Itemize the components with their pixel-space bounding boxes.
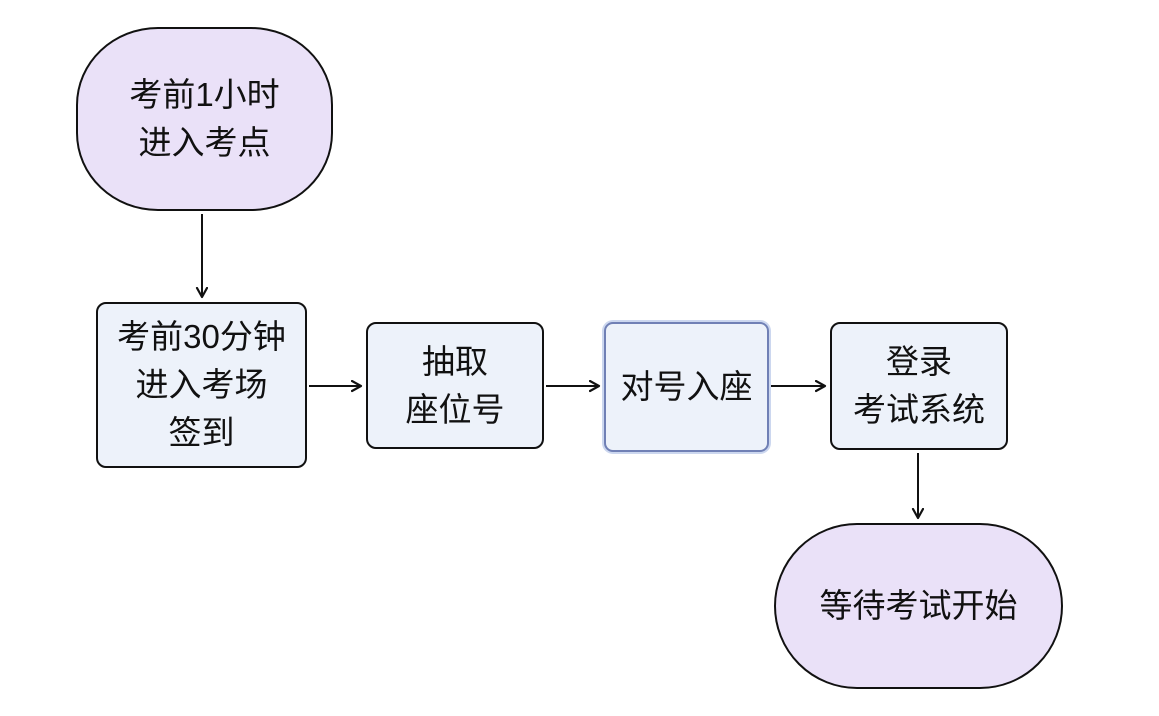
node-label-line: 抽取 — [422, 342, 488, 380]
node-take-assigned-seat[interactable]: 对号入座 — [604, 322, 769, 452]
node-label-line: 进入考点 — [138, 124, 271, 161]
node-label-line: 等待考试开始 — [819, 587, 1018, 624]
node-label-line: 进入考场 — [135, 366, 268, 403]
node-checkin-sign-in[interactable]: 考前30分钟 进入考场 签到 — [96, 302, 307, 468]
node-label-line: 对号入座 — [620, 368, 753, 405]
node-label-line: 签到 — [168, 414, 235, 451]
node-wait-for-exam-start[interactable]: 等待考试开始 — [774, 523, 1063, 689]
node-login-exam-system[interactable]: 登录 考试系统 — [830, 322, 1008, 450]
node-label-line: 座位号 — [405, 390, 505, 428]
node-draw-seat-number[interactable]: 抽取 座位号 — [366, 322, 544, 449]
node-label-line: 考前1小时 — [129, 76, 280, 113]
node-label-line: 登录 — [886, 343, 952, 380]
node-label-line: 考前30分钟 — [117, 318, 286, 355]
node-label-line: 考试系统 — [853, 391, 985, 428]
node-start-enter-site[interactable]: 考前1小时 进入考点 — [76, 27, 333, 211]
